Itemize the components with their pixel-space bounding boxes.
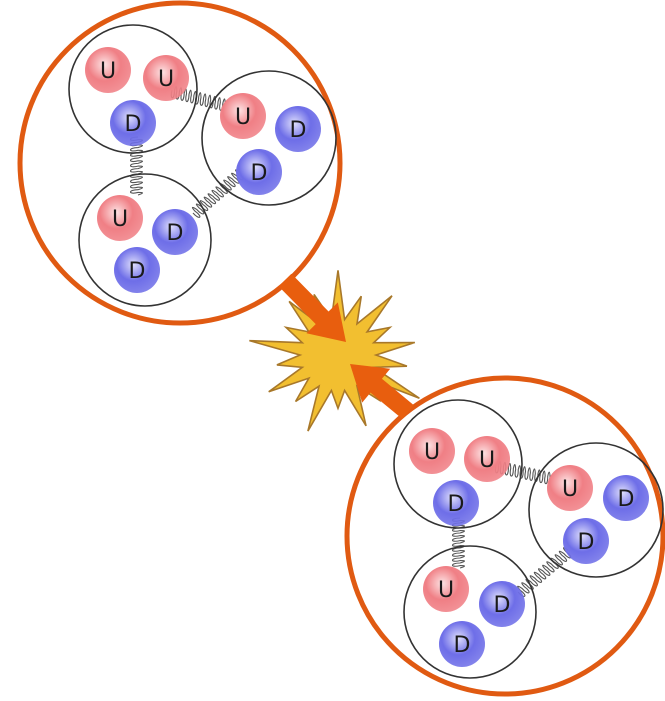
- quark-label: U: [479, 448, 495, 473]
- quark-label: D: [618, 487, 635, 512]
- quark-label: D: [129, 259, 146, 284]
- lower-right-nucleus: [347, 378, 663, 694]
- quark-label: U: [112, 207, 128, 232]
- quark-label: D: [251, 161, 268, 186]
- quark-label: U: [235, 105, 251, 130]
- quark-label: D: [448, 492, 465, 517]
- quark-label: U: [424, 440, 440, 465]
- quark-label: U: [100, 59, 116, 84]
- quark-label: U: [158, 67, 174, 92]
- quark-label: D: [125, 112, 142, 137]
- quark-label: U: [562, 477, 578, 502]
- quark-label: D: [494, 593, 511, 618]
- quark-label: U: [438, 578, 454, 603]
- quark-label: D: [167, 221, 184, 246]
- quark-label: D: [578, 530, 595, 555]
- quark-label: D: [454, 633, 471, 658]
- quark-label: D: [290, 118, 307, 143]
